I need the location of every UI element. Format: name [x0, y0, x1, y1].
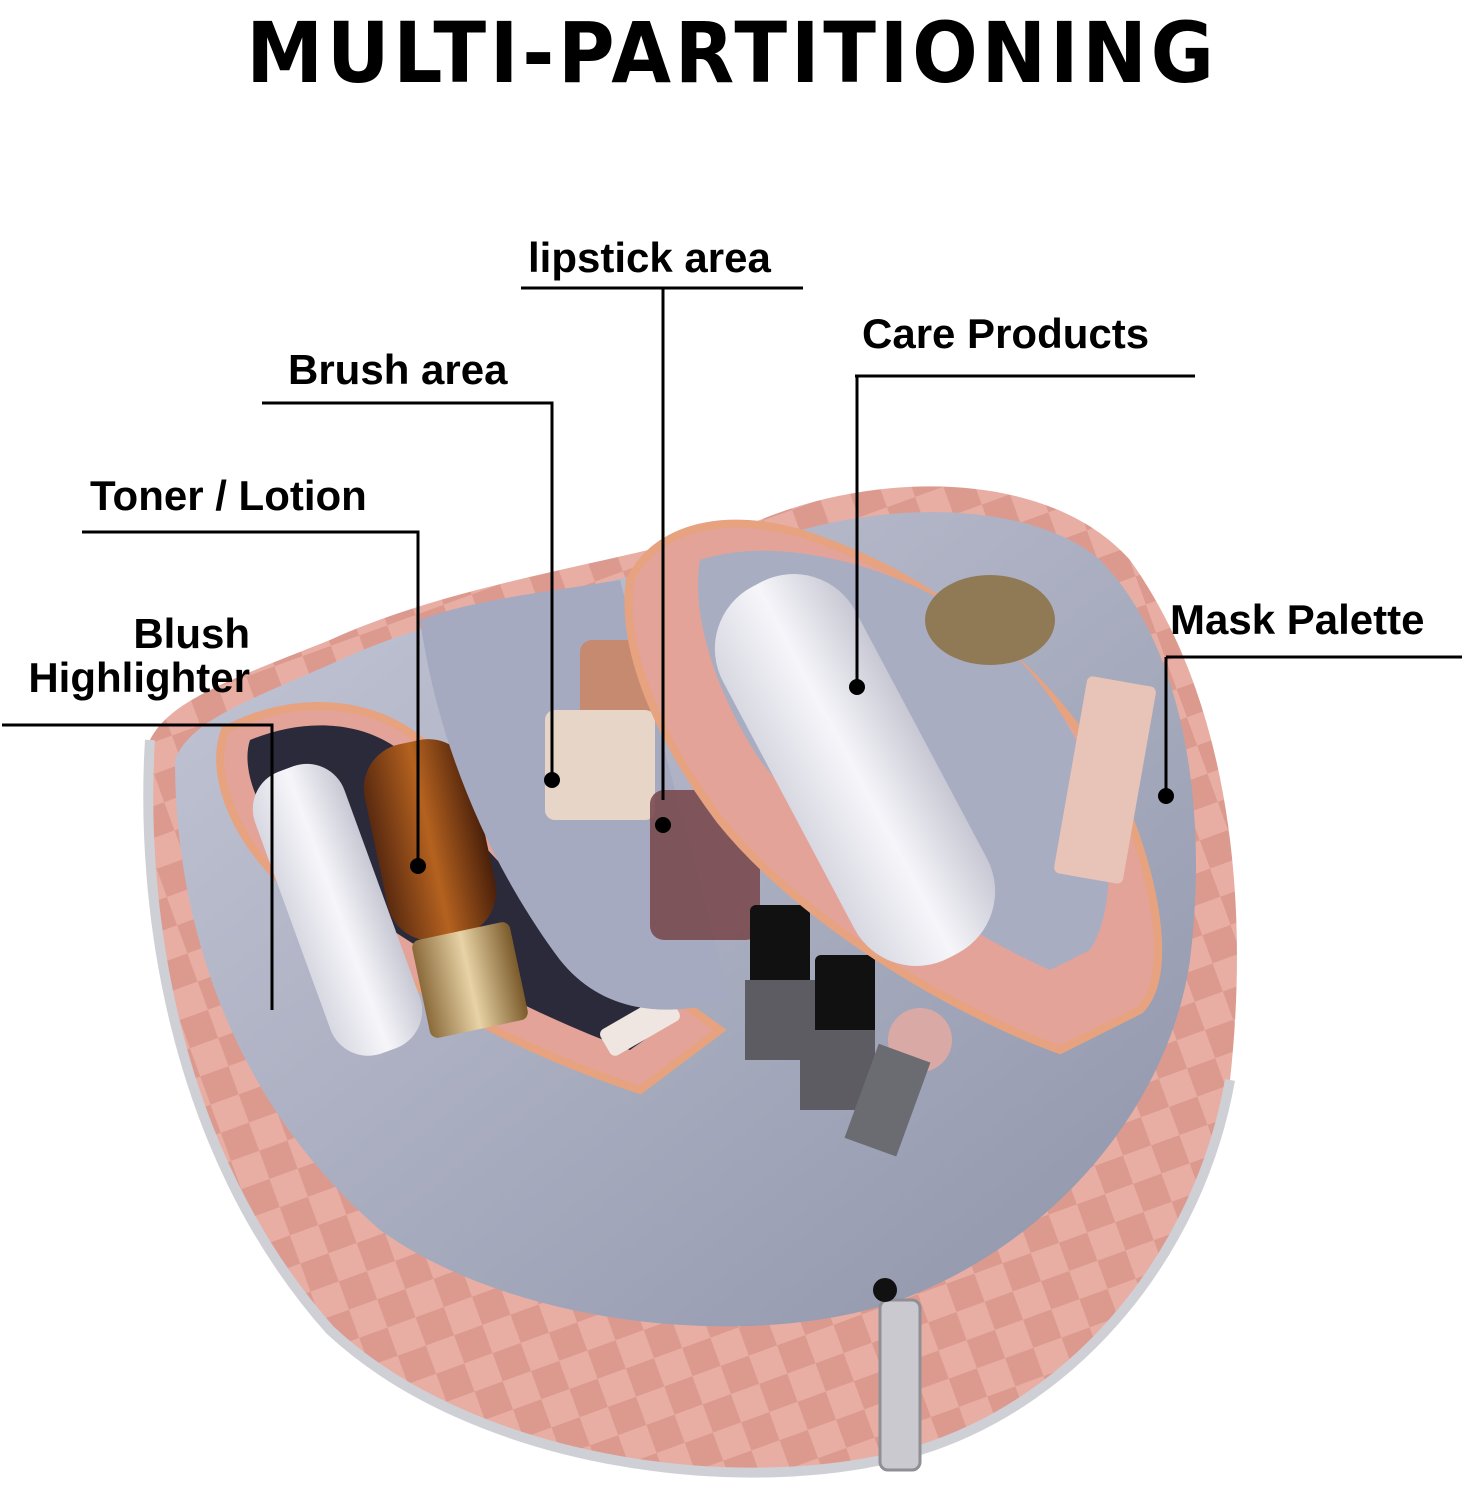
dot-lipstick — [655, 817, 671, 833]
dot-toner — [410, 858, 426, 874]
callout-label-toner-lotion: Toner / Lotion — [90, 472, 367, 519]
callout-label-blush-highlighter: Blush Highlighter — [0, 612, 250, 700]
dot-brush — [544, 772, 560, 788]
callout-dots — [410, 679, 1174, 874]
callout-label-brush: Brush area — [288, 346, 508, 393]
dot-care — [849, 679, 865, 695]
callout-label-lipstick: lipstick area — [528, 234, 771, 281]
callout-lines — [2, 286, 1462, 1010]
right-pouch — [624, 519, 1163, 1055]
callout-label-blush: Blush — [133, 610, 250, 657]
zipper-pull — [873, 1278, 922, 1472]
callout-label-care-products: Care Products — [862, 310, 1150, 357]
callout-label-highlighter: Highlighter — [28, 654, 250, 701]
middle-compartment — [420, 580, 952, 1157]
dot-mask — [1158, 788, 1174, 804]
page-title: MULTI-PARTITIONING — [246, 4, 1218, 102]
callout-label-mask-palette: Mask Palette — [1170, 596, 1425, 643]
